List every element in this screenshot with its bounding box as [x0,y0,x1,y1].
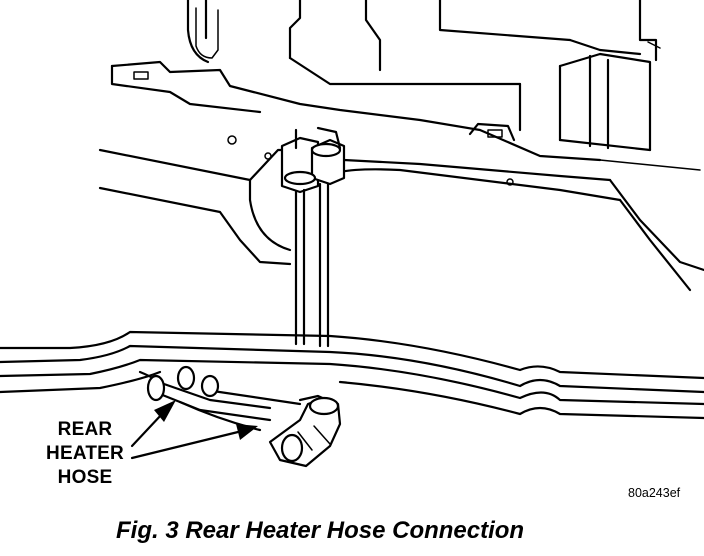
rear-heater-hose-label: REAR HEATER HOSE [34,418,136,490]
callout-arrows [130,400,258,460]
arrow-head-1 [154,400,176,422]
label-line-1: REAR [57,419,113,440]
heater-core-fittings [280,126,346,348]
arrow-head-2 [236,424,258,440]
rear-heater-hose-assembly [138,365,342,468]
figure-caption: Fig. 3 Rear Heater Hose Connection [116,517,525,544]
frame-rail [0,330,704,420]
label-line-3: HOSE [57,467,113,488]
floor-pan [98,60,704,292]
label-line-2: HEATER [46,443,124,464]
heater-housing [186,0,661,152]
figure-code: 80a243ef [628,486,681,500]
